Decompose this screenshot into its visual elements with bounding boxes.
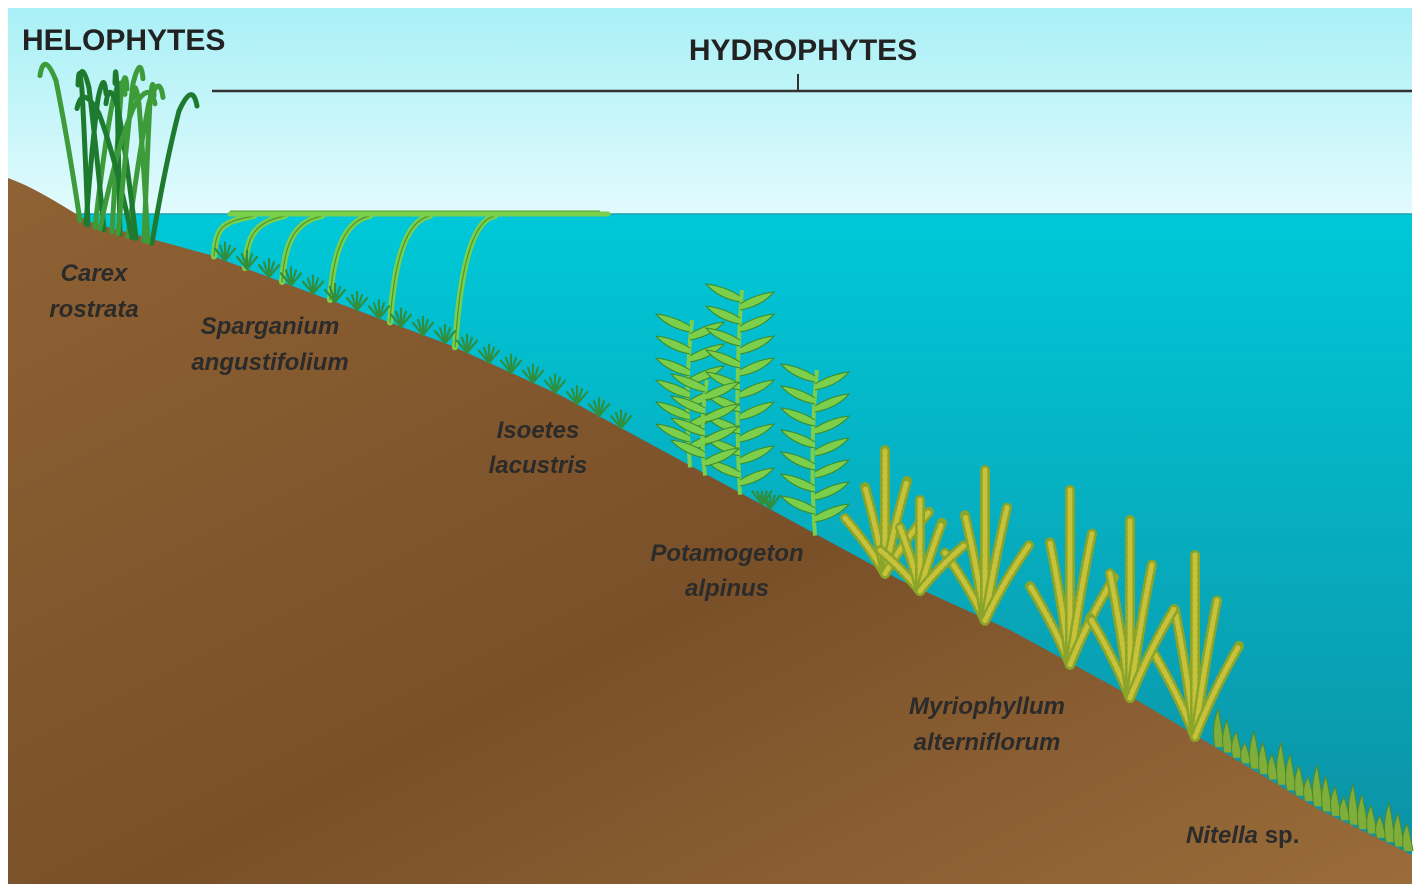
helophytes-heading: HELOPHYTES [22, 24, 225, 57]
isoetes-label-line2: lacustris [489, 452, 588, 479]
myriophyllum-label-line1: Myriophyllum [909, 693, 1065, 720]
carex-label-line1: Carex [61, 260, 129, 287]
potamogeton-label-line2: alpinus [685, 575, 769, 602]
carex-label-line2: rostrata [49, 296, 138, 323]
potamogeton-label-line1: Potamogeton [650, 540, 803, 567]
hydrophytes-heading: HYDROPHYTES [689, 34, 917, 67]
nitella-suffix: sp. [1258, 822, 1299, 849]
nitella-genus: Nitella [1186, 822, 1258, 849]
sparganium-label-line2: angustifolium [191, 349, 348, 376]
sparganium-label-line1: Sparganium [201, 313, 340, 340]
nitella-label: Nitella sp. [1186, 822, 1299, 849]
myriophyllum-label-line2: alterniflorum [914, 729, 1061, 756]
isoetes-label-line1: Isoetes [497, 417, 580, 444]
